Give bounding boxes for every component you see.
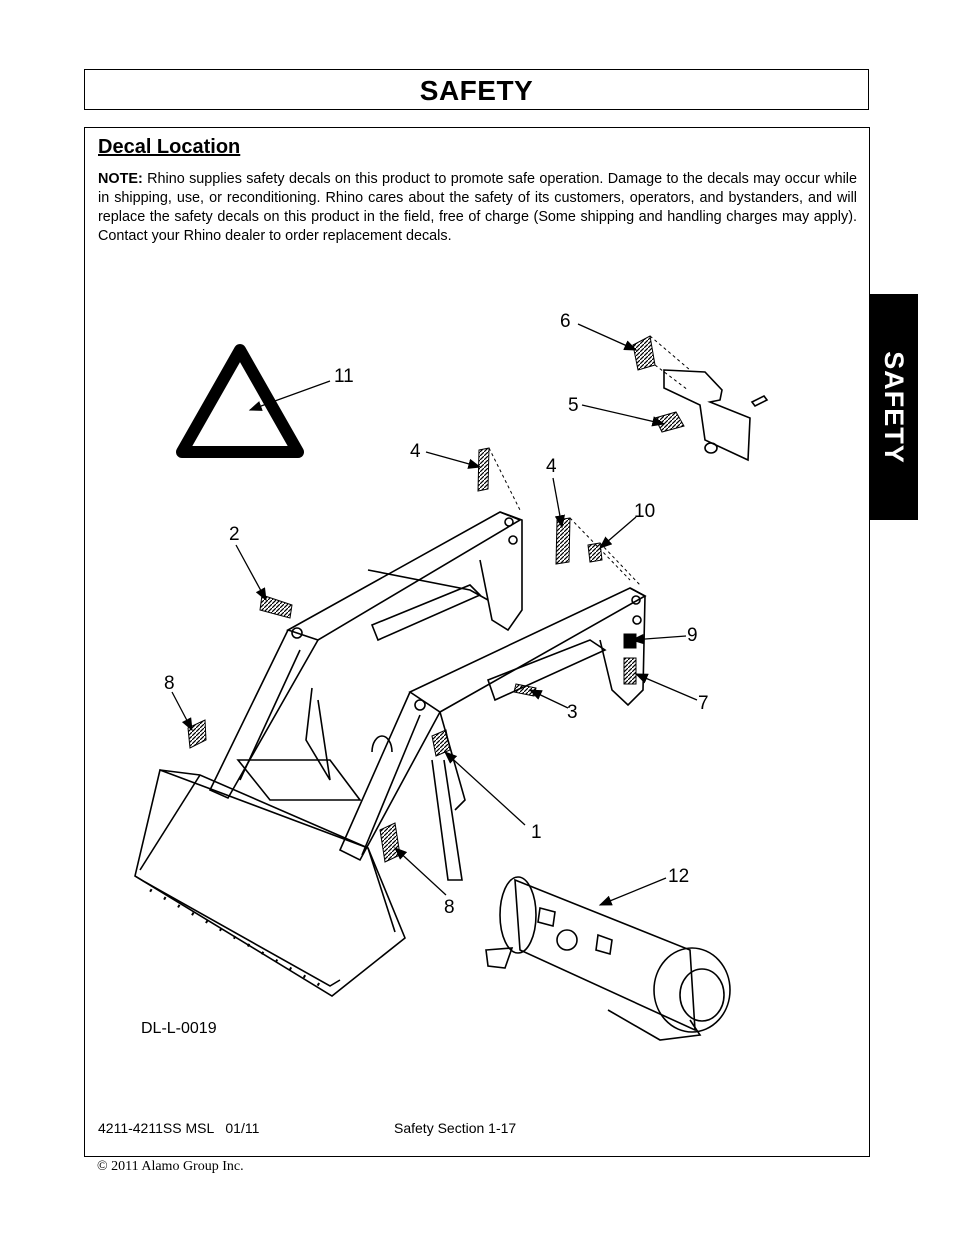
figure-id: DL-L-0019 (141, 1020, 217, 1037)
side-tab: SAFETY (869, 294, 918, 520)
callout-7: 7 (698, 693, 709, 714)
note-text: Rhino supplies safety decals on this pro… (98, 171, 857, 244)
header-box: SAFETY (84, 69, 869, 110)
callout-8b: 8 (444, 897, 455, 918)
note-label: NOTE: (98, 171, 143, 187)
callout-11: 11 (334, 366, 354, 387)
footer-section-page: Safety Section 1-17 (394, 1120, 517, 1136)
callout-6: 6 (560, 311, 571, 332)
loader-frame-drawing (208, 511, 647, 881)
page-title: SAFETY (419, 74, 534, 106)
callout-9: 9 (687, 625, 698, 646)
bucket-drawing (134, 768, 406, 997)
smv-emblem (176, 344, 304, 458)
callout-2: 2 (229, 524, 240, 545)
callout-4b: 4 (546, 456, 557, 477)
callout-1: 1 (531, 822, 542, 843)
cylinder-drawing (485, 876, 731, 1041)
callout-4a: 4 (410, 441, 421, 462)
note-paragraph: NOTE: Rhino supplies safety decals on th… (98, 170, 857, 246)
callout-5: 5 (568, 395, 579, 416)
copyright: © 2011 Alamo Group Inc. (97, 1159, 244, 1174)
callout-3: 3 (567, 702, 578, 723)
content-box: Decal Location NOTE: Rhino supplies safe… (84, 127, 870, 1157)
callout-10: 10 (634, 501, 655, 522)
leader-arrows (171, 323, 698, 906)
callout-12: 12 (668, 866, 689, 887)
section-title: Decal Location (98, 136, 241, 158)
bracket-drawing (663, 369, 769, 462)
callout-8a: 8 (164, 673, 175, 694)
decal-markers (187, 335, 691, 863)
footer-doc-id: 4211-4211SS MSL 01/11 (98, 1120, 260, 1136)
callout-labels: 6 5 11 4 4 10 2 9 8 7 3 1 12 8 DL-L-0019 (141, 311, 709, 1037)
